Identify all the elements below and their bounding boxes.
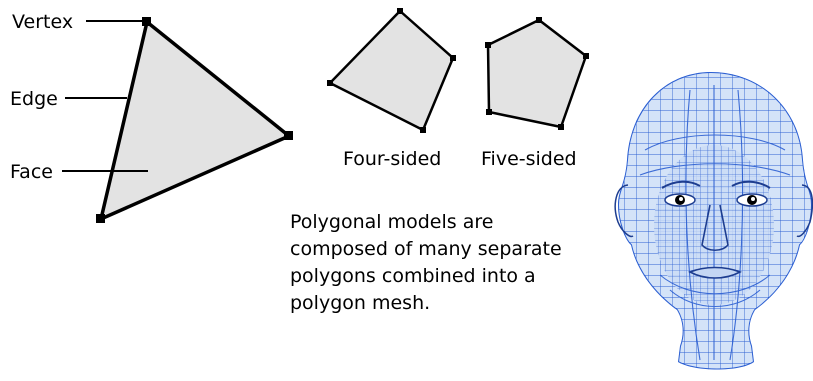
- description-text: Polygonal models are composed of many se…: [290, 211, 562, 314]
- right-ear: [796, 184, 813, 238]
- face-label: Face: [10, 161, 53, 183]
- vertex-marker: [142, 17, 151, 26]
- edge-label: Edge: [10, 88, 58, 110]
- vertex-label: Vertex: [12, 11, 73, 33]
- vertex-marker: [536, 17, 542, 23]
- description-line: polygon mesh.: [290, 292, 430, 314]
- vertex-marker: [397, 8, 403, 14]
- five-sided-label: Five-sided: [481, 148, 577, 170]
- five-sided-polygon: [486, 18, 588, 129]
- right-eye: [736, 193, 768, 207]
- four-sided-polygon: [327, 9, 455, 132]
- head-wireframe-icon: [614, 72, 813, 370]
- vertex-marker: [583, 53, 589, 59]
- vertex-marker: [420, 127, 426, 133]
- description-line: polygons combined into a: [290, 265, 536, 287]
- left-brow: [661, 180, 701, 189]
- vertex-marker: [96, 214, 105, 223]
- mouth: [688, 266, 742, 279]
- description-line: composed of many separate: [290, 238, 562, 260]
- nose: [701, 204, 729, 252]
- description-line: Polygonal models are: [290, 211, 493, 233]
- left-eye: [664, 193, 696, 207]
- vertex-marker: [284, 131, 293, 140]
- left-ear: [614, 184, 634, 238]
- right-brow: [731, 180, 771, 189]
- four-sided-label: Four-sided: [343, 148, 441, 170]
- vertex-marker: [450, 55, 456, 61]
- vertex-marker: [327, 80, 333, 86]
- face-triangle: [98, 18, 293, 223]
- vertex-marker: [558, 124, 564, 130]
- vertex-marker: [485, 42, 491, 48]
- vertex-marker: [486, 109, 492, 115]
